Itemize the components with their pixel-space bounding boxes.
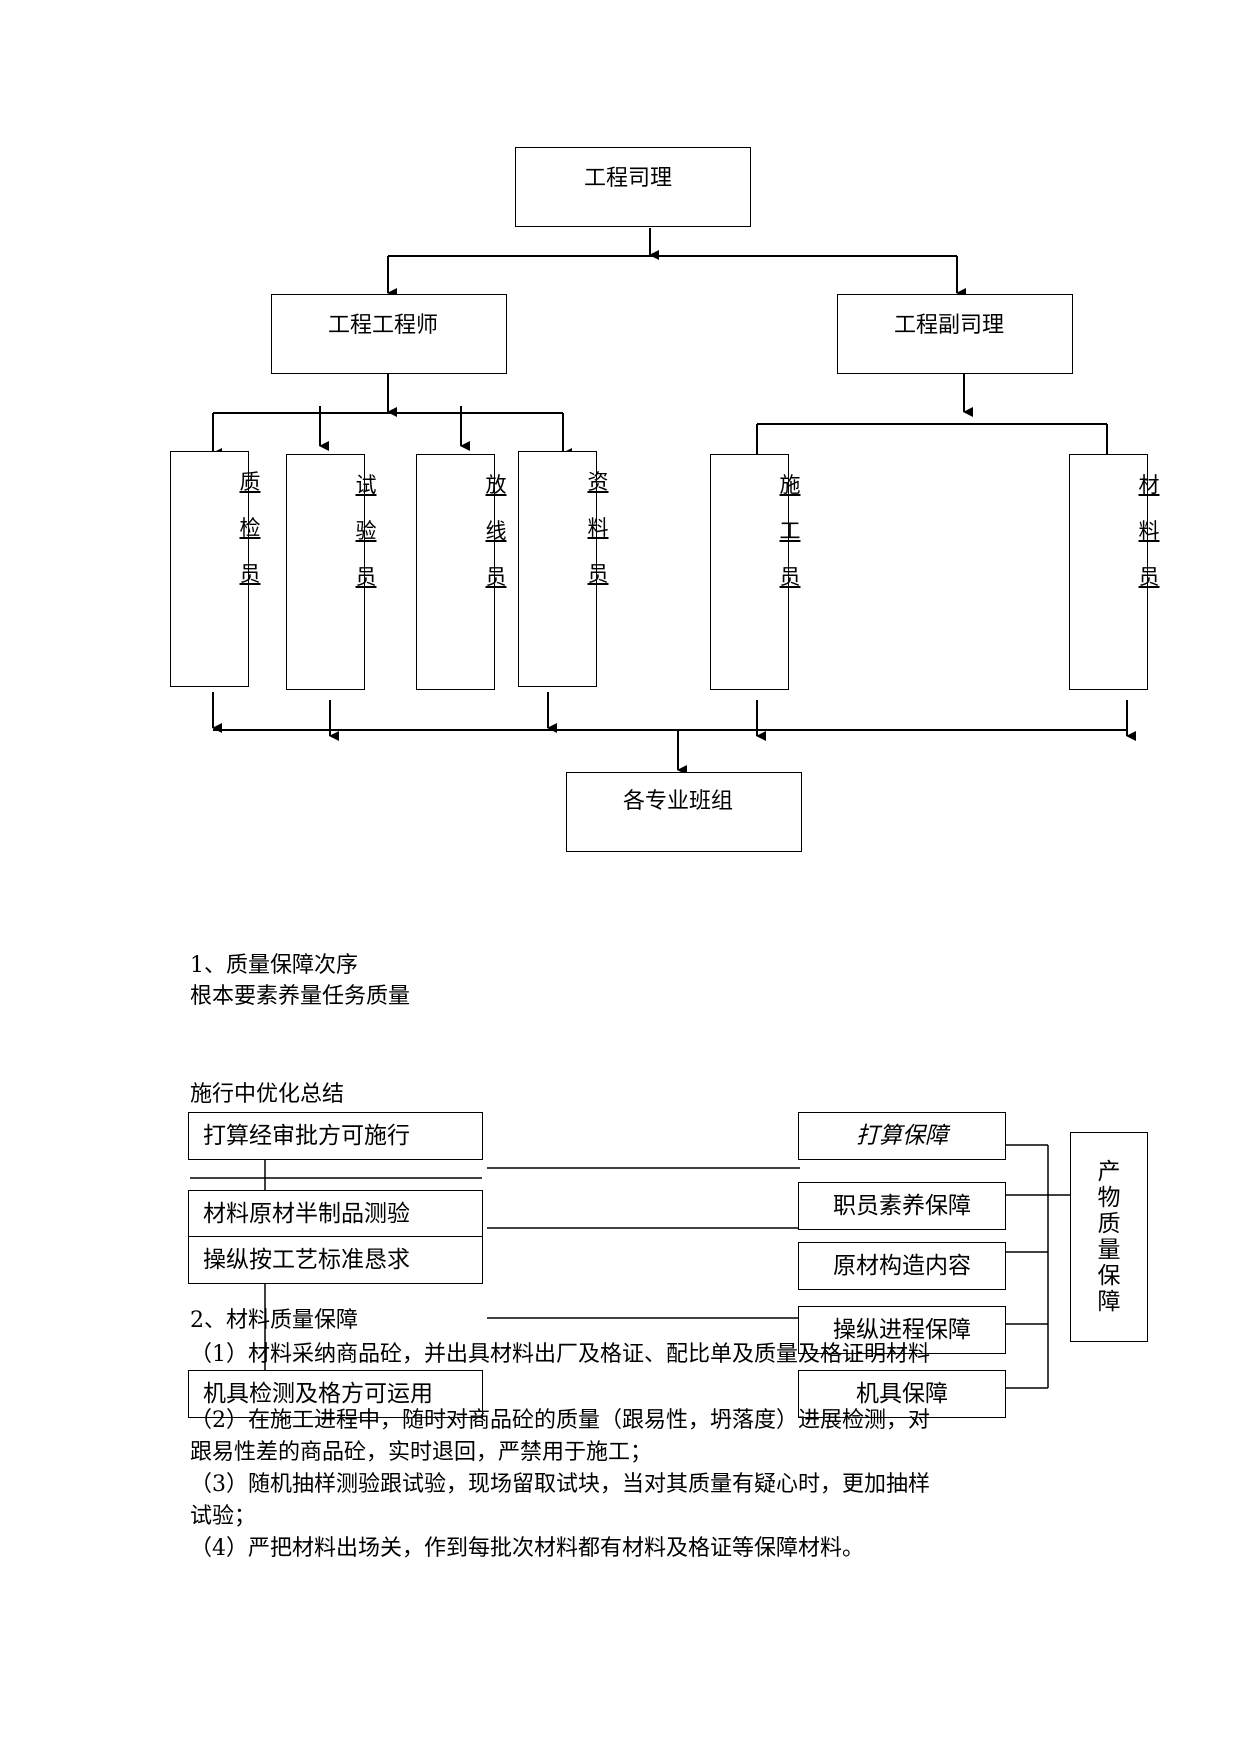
flow-right-equipment-guarantee: 机具保障 — [798, 1370, 1006, 1418]
staff-box-materials — [1069, 454, 1148, 690]
staff-label-construction: 施工员 — [779, 473, 801, 589]
section1-label: 施行中优化总结 — [190, 1082, 345, 1107]
staff-box-surveyor — [416, 454, 495, 690]
staff-label-documentation: 资料员 — [587, 470, 609, 586]
section1-heading: 1、质量保障次序 — [190, 953, 358, 978]
manager-box: 工程司理 — [515, 147, 751, 227]
flow-left-equipment-check: 机具检测及格方可运用 — [188, 1370, 483, 1418]
section1-subheading: 根本要素养量任务质量 — [190, 984, 411, 1009]
teams-box: 各专业班组 — [566, 772, 802, 852]
manager-label: 工程司理 — [584, 166, 673, 191]
deputy-manager-label: 工程副司理 — [894, 313, 1005, 338]
staff-box-quality-inspector — [170, 451, 249, 687]
section2-item-2: （2）在施工进程中，随时对商品砼的质量（跟易性，坍落度）进展检测，对 — [190, 1408, 930, 1433]
flow-right-plan-guarantee: 打算保障 — [798, 1112, 1006, 1160]
engineer-box: 工程工程师 — [271, 294, 507, 374]
flow-left-plan-approval: 打算经审批方可施行 — [188, 1112, 483, 1160]
teams-label: 各专业班组 — [623, 789, 734, 814]
staff-label-quality-inspector: 质检员 — [239, 470, 261, 586]
section2-item-4: （4）严把材料出场关，作到每批次材料都有材料及格证等保障材料。 — [190, 1536, 864, 1561]
flow-left-process-standard: 操纵按工艺标准恳求 — [188, 1236, 483, 1284]
section2-heading: 2、材料质量保障 — [190, 1308, 358, 1333]
staff-box-documentation — [518, 451, 597, 687]
section2-item-1: （1）材料采纳商品砼，并出具材料出厂及格证、配比单及质量及格证明材料 — [190, 1342, 930, 1367]
product-quality-box: 产物质量保障 — [1070, 1132, 1148, 1342]
flow-left-material-test: 材料原材半制品测验 — [188, 1190, 483, 1238]
flow-right-process-guarantee: 操纵进程保障 — [798, 1306, 1006, 1354]
deputy-manager-box: 工程副司理 — [837, 294, 1073, 374]
staff-label-tester: 试验员 — [355, 473, 377, 589]
staff-label-materials: 材料员 — [1138, 473, 1160, 589]
flow-right-staff-quality: 职员素养保障 — [798, 1182, 1006, 1230]
staff-box-construction — [710, 454, 789, 690]
section2-item-3-cont: 试验； — [190, 1504, 257, 1529]
staff-box-tester — [286, 454, 365, 690]
engineer-label: 工程工程师 — [328, 313, 439, 338]
staff-label-surveyor: 放线员 — [485, 473, 507, 589]
section2-item-3: （3）随机抽样测验跟试验，现场留取试块，当对其质量有疑心时，更加抽样 — [190, 1472, 930, 1497]
flow-right-material-content: 原材构造内容 — [798, 1242, 1006, 1290]
section2-item-2-cont: 跟易性差的商品砼，实时退回，严禁用于施工； — [190, 1440, 653, 1465]
